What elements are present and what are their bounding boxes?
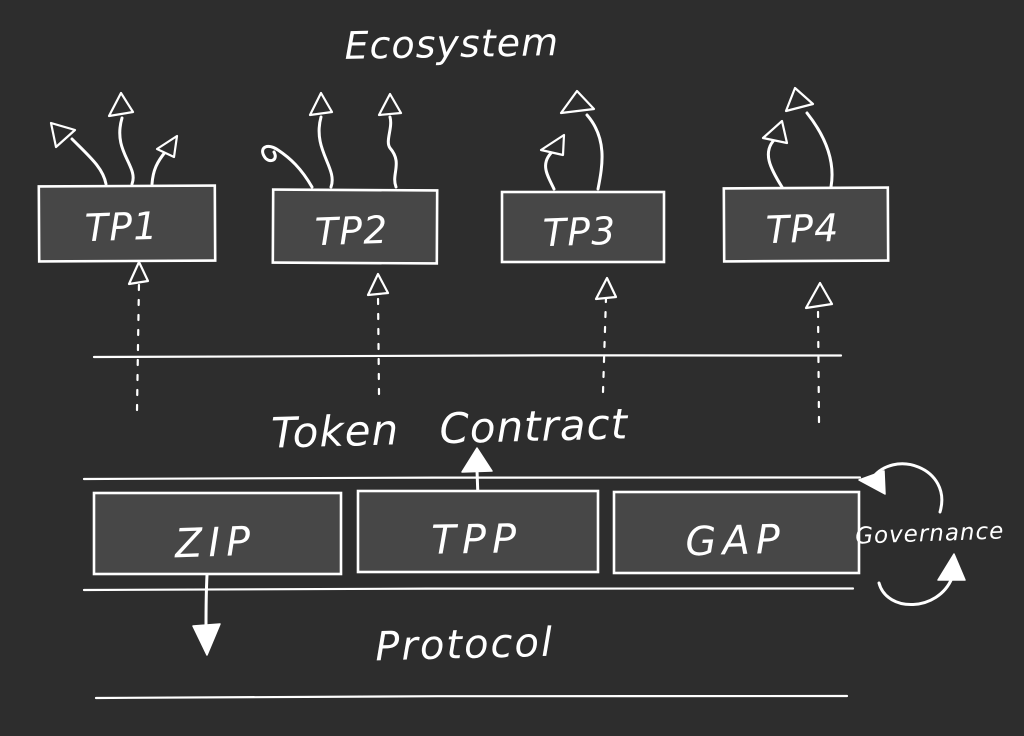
tp3-box [500, 190, 666, 264]
arrowhead-icon [761, 119, 789, 145]
arrowhead-icon [594, 276, 618, 301]
arrowhead-icon [192, 623, 221, 656]
gap-box [612, 490, 861, 575]
tp3-label: TP3 [542, 209, 617, 256]
arrowhead-icon [858, 470, 886, 495]
zip-label: ZIP [173, 519, 257, 568]
tp1-label: TP1 [84, 204, 159, 251]
arrowhead-icon [784, 86, 815, 113]
arrowhead-icon [804, 281, 834, 310]
governance-arc-top [869, 462, 944, 514]
tp4-label: TP4 [765, 206, 840, 253]
governance-arc-bottom [877, 576, 954, 607]
arrowhead-icon [49, 121, 77, 149]
tp2-out-arrow-right [386, 115, 398, 189]
protocol-label: Protocol [375, 620, 555, 671]
arrowhead-icon [937, 553, 966, 581]
arrowhead-icon [107, 91, 135, 118]
tp1-out-arrow-middle [118, 116, 135, 186]
tp1-out-arrow-right [150, 149, 168, 186]
gap-label: GAP [685, 517, 787, 566]
arrowhead-icon [308, 91, 334, 117]
tp1-node: TP1 [37, 91, 217, 412]
tp2-out-arrow-middle [317, 115, 334, 189]
tp1-box [37, 184, 217, 263]
ecosystem-title: Ecosystem [344, 20, 559, 68]
zip-box [92, 491, 343, 576]
arrowhead-icon [461, 447, 493, 473]
arrowhead-icon [377, 92, 403, 117]
tp2-out-arrow-curl [261, 144, 314, 189]
ecosystem-divider-line [92, 354, 843, 359]
band-top-line [82, 476, 862, 481]
governance-cycle: Governance [855, 462, 1005, 607]
arrow-shaft [204, 573, 209, 629]
tp4-box [722, 186, 890, 263]
protocol-band: ZIP TPP GAP [82, 476, 862, 592]
arrowhead-icon [155, 134, 179, 159]
tp3-out-arrow-short [544, 149, 556, 191]
tp4-out-arrow-right [805, 111, 834, 189]
tp3-in-dashed-arrow [601, 296, 608, 394]
tp4-in-dashed-arrow [816, 306, 821, 424]
tp1-in-dashed-arrow [135, 280, 141, 412]
tp4-node: TP4 [722, 86, 890, 424]
protocol-bottom-line [94, 694, 849, 700]
zip-to-protocol-arrow [192, 573, 221, 656]
governance-label: Governance [855, 518, 1005, 549]
tp3-out-arrow-tall [585, 113, 604, 191]
tp3-node: TP3 [500, 89, 666, 394]
arrowhead-icon [559, 89, 596, 115]
tp4-out-arrow-left [766, 137, 784, 189]
tp2-node: TP2 [261, 91, 439, 396]
tpp-box [356, 489, 600, 574]
tpp-label: TPP [431, 516, 522, 564]
token-contract-label: Token Contract [271, 399, 630, 457]
arrowhead-icon [366, 272, 390, 297]
arrowhead-icon [127, 260, 150, 286]
tp1-out-arrow-left [70, 137, 108, 186]
tp2-in-dashed-arrow [376, 292, 381, 396]
band-bottom-line [82, 587, 855, 592]
tp2-label: TP2 [314, 208, 389, 255]
arrowhead-icon [539, 133, 566, 157]
tp2-box [271, 188, 439, 265]
